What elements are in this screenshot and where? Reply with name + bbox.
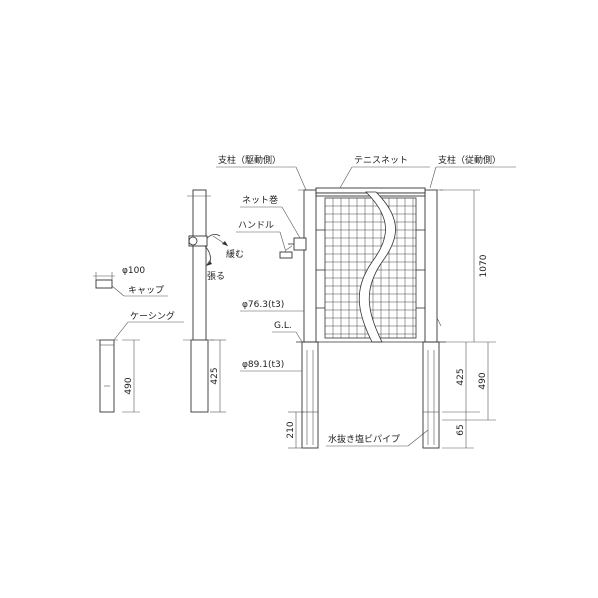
drive-post-lower: [301, 341, 319, 449]
casing-depth-dim: 490: [124, 377, 134, 394]
post-follow-label: 支柱（従動側）: [438, 154, 501, 166]
follow-post-upper: [424, 189, 438, 343]
front-view-drawing: [279, 187, 446, 449]
break-band: [358, 191, 396, 343]
handle-box: [293, 237, 307, 251]
right-bottom-dim: 65: [456, 424, 466, 435]
right-depth-outer-dim: 490: [478, 372, 488, 389]
cap-label: キャップ: [128, 285, 164, 296]
diameter-89-label: φ89.1(t3): [242, 360, 284, 370]
tighten-label: 張る: [207, 271, 225, 282]
casing-shape: [99, 339, 115, 413]
cap-and-casing-drawing: [93, 272, 184, 413]
loosen-label: 緩む: [226, 248, 244, 260]
height-total-dim: 1070: [479, 254, 489, 277]
side-post-lower: [190, 339, 209, 413]
handle-grip: [279, 251, 293, 259]
tennis-net-label: テニスネット: [354, 155, 408, 166]
leader-lines: [216, 166, 516, 447]
bottom-left-dim: 210: [286, 421, 296, 438]
cap-shape: [95, 279, 113, 289]
side-post-upper: [192, 189, 207, 341]
right-depth-inner-dim: 425: [456, 368, 466, 385]
handle-label: ハンドル: [238, 221, 274, 231]
drive-post-upper: [303, 189, 317, 343]
gl-label: G.L.: [274, 321, 292, 331]
drain-pipe-label: 水抜き塩ビパイプ: [328, 433, 400, 445]
net-winder-label: ネット巻: [242, 194, 278, 206]
diameter-100-label: φ100: [122, 266, 145, 276]
left-bottom-dimension: [288, 411, 304, 449]
post-drive-label: 支柱（駆動側）: [218, 154, 281, 166]
net-mesh: [324, 197, 417, 339]
right-dimensions: [440, 189, 496, 449]
diameter-76-label: φ76.3(t3): [242, 300, 284, 310]
side-view-post-drawing: [183, 189, 229, 413]
casing-label: ケーシング: [130, 310, 175, 322]
side-depth-dim: 425: [210, 367, 220, 384]
